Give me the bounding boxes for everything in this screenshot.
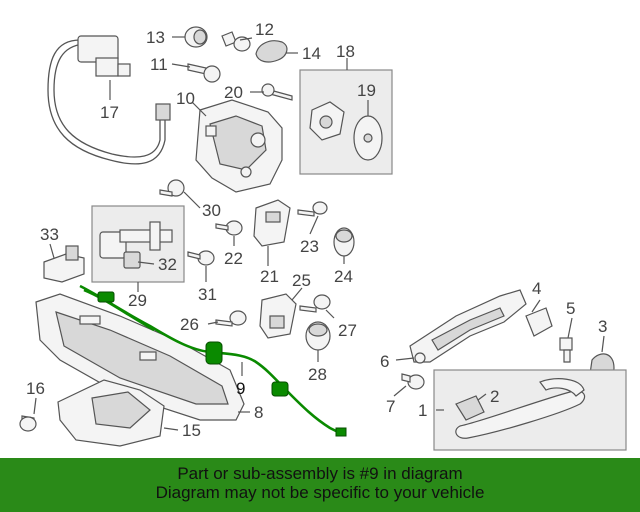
- part-4-handle-bracket: [409, 289, 553, 363]
- callout-14: 14: [302, 44, 321, 63]
- callout-6: 6: [380, 352, 389, 371]
- callout-32: 32: [158, 255, 177, 274]
- leader-lines: [33, 36, 605, 431]
- part-18-kit-box: [299, 69, 393, 175]
- banner-line-disclaimer: Diagram may not be specific to your vehi…: [155, 483, 485, 502]
- info-banner: Part or sub-assembly is #9 in diagram Di…: [0, 458, 640, 512]
- callout-7: 7: [386, 397, 395, 416]
- callout-19: 19: [357, 81, 376, 100]
- part-26-bolt: [215, 310, 247, 327]
- callout-18: 18: [336, 42, 355, 61]
- callout-29: 29: [128, 291, 147, 310]
- callout-labels: 13 12 14 11 18 20 10 19 17 30 33 23 22 3…: [26, 20, 607, 440]
- part-28-bushing: [305, 321, 331, 351]
- part-20-pin: [261, 83, 293, 101]
- parts-diagram: 13 12 14 11 18 20 10 19 17 30 33 23 22 3…: [19, 20, 627, 451]
- part-21-hinge: [253, 199, 291, 247]
- part-15-trim: [57, 379, 165, 447]
- callout-26: 26: [180, 315, 199, 334]
- part-9-release-cable-highlighted: [79, 284, 347, 437]
- callout-10: 10: [176, 89, 195, 108]
- callout-21: 21: [260, 267, 279, 286]
- callout-31: 31: [198, 285, 217, 304]
- part-13-cap: [184, 26, 208, 48]
- callout-24: 24: [334, 267, 353, 286]
- part-16-screw: [19, 415, 37, 432]
- callout-17: 17: [100, 103, 119, 122]
- part-27-bolt: [299, 294, 331, 313]
- part-14-cover: [255, 40, 288, 63]
- part-29-check-arm-box: [91, 205, 185, 283]
- callout-15: 15: [182, 421, 201, 440]
- callout-33: 33: [40, 225, 59, 244]
- part-23-bolt: [297, 201, 328, 217]
- callout-2: 2: [490, 387, 499, 406]
- part-11-screw: [187, 63, 221, 83]
- callout-1: 1: [418, 401, 427, 420]
- callout-23: 23: [300, 237, 319, 256]
- callout-3: 3: [598, 317, 607, 336]
- part-22-screw: [215, 220, 243, 236]
- callout-25: 25: [292, 271, 311, 290]
- part-1-handle-box: [433, 369, 627, 451]
- part-17-lock-cable: [47, 35, 171, 165]
- callout-11: 11: [150, 55, 168, 74]
- callout-4: 4: [532, 279, 541, 298]
- callout-5: 5: [566, 299, 575, 318]
- part-24-bushing: [333, 227, 355, 257]
- part-7-bolt: [401, 373, 425, 390]
- part-31-screw: [187, 250, 215, 266]
- part-10-door-latch: [195, 99, 283, 193]
- callout-12: 12: [255, 20, 274, 39]
- banner-line-part-info: Part or sub-assembly is #9 in diagram: [177, 464, 463, 483]
- callout-28: 28: [308, 365, 327, 384]
- part-12-bolt: [221, 31, 251, 52]
- callout-16: 16: [26, 379, 45, 398]
- callout-13: 13: [146, 28, 165, 47]
- callout-22: 22: [224, 249, 243, 268]
- callout-9-highlighted: 9: [236, 379, 245, 398]
- part-6-bracket-clip: [414, 352, 426, 364]
- part-33-bracket: [43, 245, 85, 283]
- callout-8: 8: [254, 403, 263, 422]
- part-5-screw: [559, 337, 573, 363]
- callout-27: 27: [338, 321, 357, 340]
- callout-30: 30: [202, 201, 221, 220]
- part-25-hinge: [259, 293, 297, 339]
- part-30-bolt: [159, 179, 185, 197]
- callout-20: 20: [224, 83, 243, 102]
